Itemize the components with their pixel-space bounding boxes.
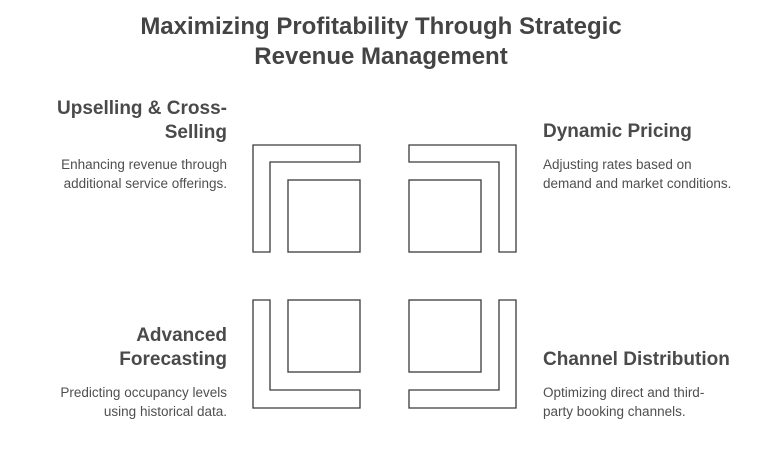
upselling-description: Enhancing revenue through additional ser… (61, 157, 227, 191)
title-line-1: Maximizing Profitability Through Strateg… (140, 13, 622, 40)
bottom-left-bracket-shape (252, 299, 361, 409)
top-right-square-shape (408, 179, 482, 253)
bottom-right-square-shape (408, 299, 482, 373)
page-title: Maximizing Profitability Through Strateg… (90, 12, 672, 72)
channel-distribution-heading: Channel Distribution (543, 349, 730, 370)
top-left-square-shape (287, 179, 361, 253)
forecasting-description: Predicting occupancy levels using histor… (60, 385, 227, 419)
channel-distribution-description: Optimizing direct and third- party booki… (543, 385, 705, 419)
forecasting-heading: Advanced Forecasting (119, 325, 227, 370)
top-right-bracket-shape (408, 144, 517, 253)
title-line-2: Revenue Management (254, 43, 508, 70)
dynamic-pricing-description: Adjusting rates based on demand and mark… (543, 157, 732, 191)
bottom-right-bracket-shape (408, 299, 517, 409)
upselling-heading: Upselling & Cross- Selling (57, 98, 227, 143)
dynamic-pricing-heading: Dynamic Pricing (543, 121, 692, 142)
bottom-left-square-shape (287, 299, 361, 373)
top-left-bracket-shape (252, 144, 361, 253)
quadrant-diagram (252, 144, 517, 409)
